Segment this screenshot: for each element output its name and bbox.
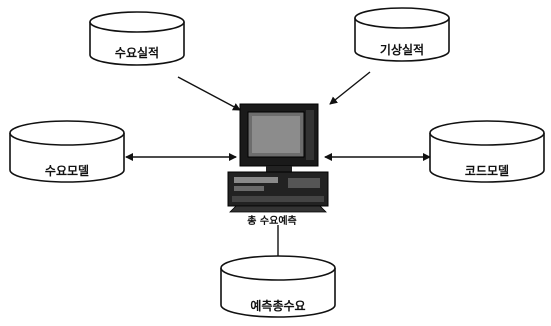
- weather-results-label: 기상실적: [380, 42, 424, 57]
- computer-icon: [227, 103, 329, 213]
- demand-results-label: 수요실적: [115, 45, 159, 60]
- code-model-node: 코드모델: [429, 120, 545, 183]
- forecast-demand-node: 예측총수요: [220, 255, 336, 318]
- arrow-weather-results-to-pc: [329, 71, 371, 105]
- weather-results-node: 기상실적: [354, 7, 450, 62]
- arrow-demand-results-to-pc: [177, 76, 241, 111]
- computer-label: 총 수요예측: [247, 214, 296, 227]
- demand-results-node: 수요실적: [89, 11, 185, 66]
- code-model-label: 코드모델: [465, 164, 509, 178]
- demand-model-label: 수요모델: [45, 164, 89, 178]
- forecast-demand-label: 예측총수요: [250, 298, 305, 313]
- demand-model-node: 수요모델: [9, 120, 125, 183]
